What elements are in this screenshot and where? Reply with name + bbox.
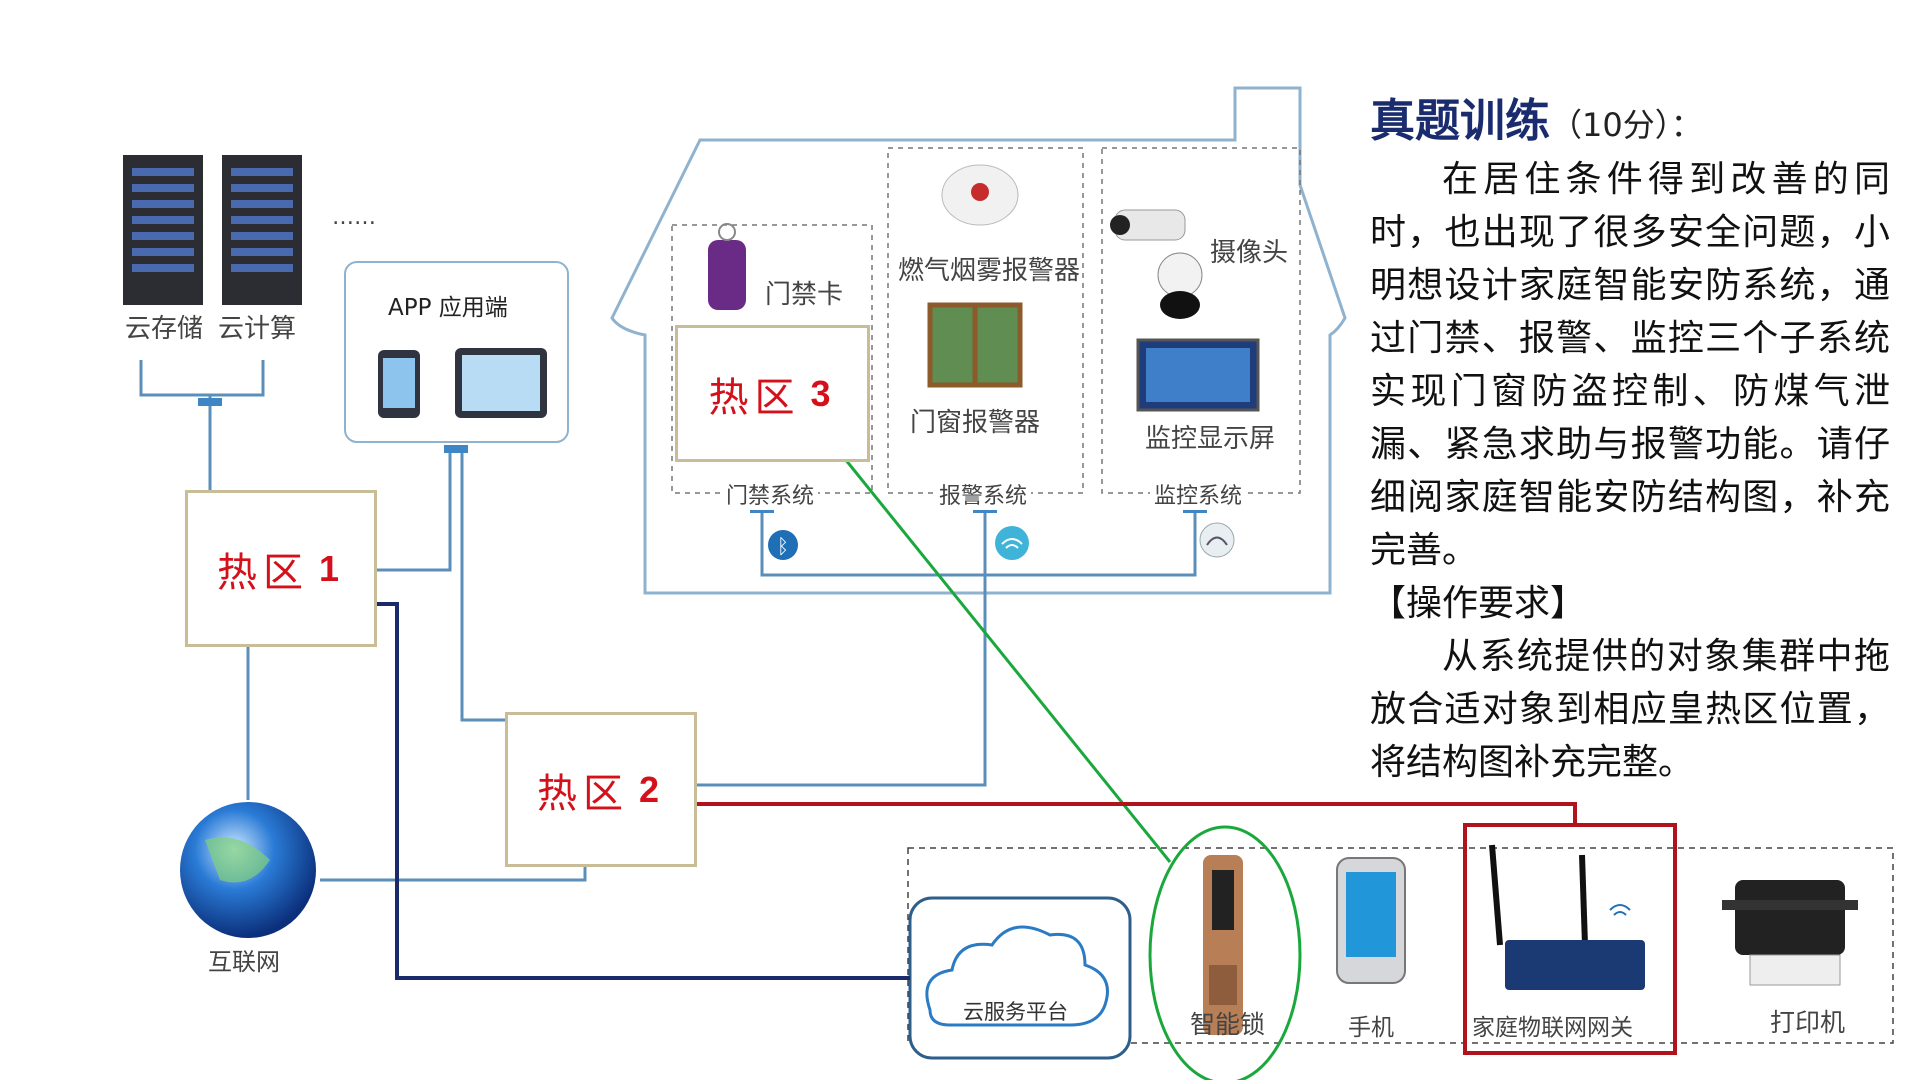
instruction-panel: 真题训练（10分）： 在居住条件得到改善的同时，也出现了很多安全问题，小明想设计… [1370,84,1890,789]
smart-lock-icon [1203,855,1243,1035]
cloud-compute-label: 云计算 [218,314,297,344]
hotzone-1-label: 热区 [216,549,309,596]
monitor-screen-label: 监控显示屏 [1145,424,1276,454]
window-icon [927,302,1023,388]
monitor-system-label: 监控系统 [1150,478,1247,510]
server-storage-icon [123,155,203,305]
hotzone-3-number: 3 [810,372,837,414]
hotzone-1-number: 1 [318,547,346,589]
access-system-label: 门禁系统 [722,478,819,510]
cloud-icon [925,925,1109,1027]
printer-icon [1722,880,1858,986]
panel-requirement-title: 【操作要求】 [1370,583,1587,624]
house-outline [610,86,1347,595]
signal-icon [1199,522,1235,558]
panel-title: 真题训练 [1370,94,1551,147]
smoke-detector-icon [941,164,1019,226]
bluetooth-icon [768,530,798,560]
object-cluster-box [907,847,1894,1044]
monitor-screen-icon [1136,338,1260,412]
hotzone-2-label: 热区 [536,770,629,817]
app-title: APP 应用端 [388,295,508,321]
panel-paragraph-1: 在居住条件得到改善的同时，也出现了很多安全问题，小明想设计家庭智能安防系统，通过… [1370,159,1890,571]
cloud-platform-label: 云服务平台 [963,1000,1068,1024]
router-icon [1489,844,1645,990]
window-alarm-label: 门窗报警器 [910,408,1041,438]
panel-score: （10分）： [1550,106,1703,144]
wifi-icon [995,526,1029,560]
camera-icon [1110,209,1186,241]
phone-device-icon [1336,857,1406,984]
internet-label: 互联网 [208,948,280,976]
green-arrow [808,413,1172,863]
gas-alarm-label: 燃气烟雾报警器 [898,256,1081,286]
ellipsis-label: …… [332,205,376,230]
svg-text:ᛒ: ᛒ [777,534,789,558]
hotzone-2-number: 2 [638,768,666,810]
access-card-icon [708,223,746,310]
phone-label: 手机 [1348,1015,1394,1041]
server-compute-icon [222,155,302,305]
panel-paragraph-2: 从系统提供的对象集群中拖放合适对象到相应皇热区位置，将结构图补充完整。 [1370,636,1890,783]
gateway-highlight [1463,823,1677,1055]
alarm-system-label: 报警系统 [935,478,1032,510]
smart-lock-label: 智能锁 [1190,1010,1266,1039]
access-card-label: 门禁卡 [765,280,844,310]
cloud-storage-label: 云存储 [125,314,204,344]
hotzone-3-label: 热区 [708,374,801,421]
gateway-label: 家庭物联网网关 [1472,1015,1633,1041]
printer-label: 打印机 [1770,1008,1846,1037]
camera-label: 摄像头 [1210,238,1289,268]
dome-camera-icon [1157,252,1203,319]
red-arrow [632,784,1577,825]
access-system-box [671,224,873,494]
